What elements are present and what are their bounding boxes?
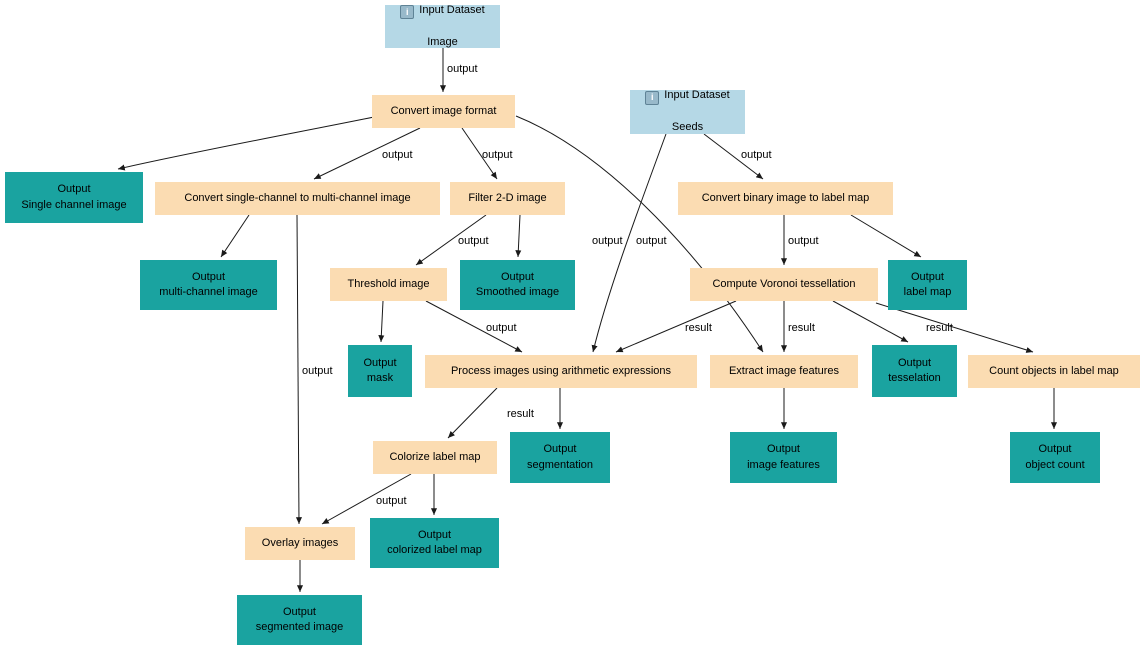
edge — [461, 127, 498, 180]
edge — [703, 133, 764, 180]
node-label: Output mask — [363, 356, 397, 384]
node-label: Convert image format — [390, 104, 497, 117]
edge — [515, 115, 764, 353]
node-input-dataset-seeds: i Input Dataset Seeds — [630, 89, 745, 134]
edge — [875, 302, 1034, 353]
node-label-line: Image — [427, 35, 458, 48]
node-output-label-map: Output label map — [888, 260, 967, 310]
node-output-mask: Output mask — [348, 345, 412, 397]
node-label-line: Input Dataset — [664, 89, 730, 102]
edge — [591, 133, 667, 353]
edge — [378, 300, 385, 343]
node-output-segmented-image: Output segmented image — [237, 595, 362, 645]
node-label: Output Single channel image — [21, 183, 127, 211]
node-count-objects-in-label-map: Count objects in label map — [968, 355, 1140, 388]
edge-label: output — [741, 149, 772, 161]
node-compute-voronoi-tessellation: Compute Voronoi tessellation — [690, 268, 878, 301]
edge-label: result — [788, 322, 815, 334]
node-label: Output object count — [1025, 443, 1085, 471]
node-convert-image-format: Convert image format — [372, 95, 515, 128]
node-label: Output Smoothed image — [475, 270, 560, 298]
node-output-image-features: Output image features — [730, 432, 837, 483]
node-label: Convert binary image to label map — [701, 191, 870, 204]
node-label: Overlay images — [261, 536, 339, 549]
edge — [117, 116, 375, 171]
node-extract-image-features: Extract image features — [710, 355, 858, 388]
edge — [850, 214, 922, 258]
edge-label: output — [376, 495, 407, 507]
edge — [832, 300, 909, 343]
edge-label: result — [685, 322, 712, 334]
node-label: Convert single-channel to multi-channel … — [184, 191, 411, 204]
node-output-segmentation: Output segmentation — [510, 432, 610, 483]
edge-label: result — [507, 408, 534, 420]
edge — [415, 214, 487, 266]
edge — [425, 300, 523, 353]
edge — [220, 214, 250, 258]
node-label: i Input Dataset Seeds — [645, 73, 730, 151]
node-label-line: Input Dataset — [419, 3, 485, 16]
edge-label: output — [447, 63, 478, 75]
node-label: Output tesselation — [888, 356, 941, 384]
node-label: Count objects in label map — [989, 364, 1119, 377]
node-label: Output segmented image — [255, 605, 344, 633]
edge-label: output — [592, 235, 623, 247]
node-input-dataset-image: i Input Dataset Image — [385, 4, 500, 48]
node-convert-binary-image-to-label-map: Convert binary image to label map — [678, 182, 893, 215]
node-label: Extract image features — [728, 364, 840, 377]
node-label: Output colorized label map — [387, 528, 482, 556]
info-icon: i — [645, 90, 660, 105]
info-icon: i — [400, 5, 415, 20]
edge-label: output — [788, 235, 819, 247]
node-output-colorized-label-map: Output colorized label map — [370, 518, 499, 568]
node-label: Filter 2-D image — [468, 191, 547, 204]
edge-label: output — [486, 322, 517, 334]
node-overlay-images: Overlay images — [245, 527, 355, 560]
node-label: i Input Dataset Image — [400, 0, 485, 65]
edge-label: output — [382, 149, 413, 161]
edge — [321, 473, 412, 525]
edge-label: output — [482, 149, 513, 161]
edge — [447, 387, 498, 439]
node-label: Output multi-channel image — [159, 270, 258, 298]
node-convert-single-channel-to-multi-channel: Convert single-channel to multi-channel … — [155, 182, 440, 215]
node-label-line: Seeds — [671, 121, 704, 134]
node-label: Output segmentation — [526, 443, 594, 471]
node-label: Colorize label map — [389, 450, 481, 463]
edge — [313, 127, 421, 180]
node-label: Process images using arithmetic expressi… — [450, 364, 672, 377]
edge — [295, 214, 302, 525]
node-label: Threshold image — [347, 277, 430, 290]
edge-label: output — [302, 365, 333, 377]
edge-label: output — [636, 235, 667, 247]
node-label: Output label map — [903, 270, 952, 298]
node-output-tesselation: Output tesselation — [872, 345, 957, 397]
node-filter-2d-image: Filter 2-D image — [450, 182, 565, 215]
node-colorize-label-map: Colorize label map — [373, 441, 497, 474]
edge — [615, 300, 737, 353]
node-output-single-channel-image: Output Single channel image — [5, 172, 143, 223]
node-label: Compute Voronoi tessellation — [712, 277, 856, 290]
edge-label: output — [458, 235, 489, 247]
edge-label: result — [926, 322, 953, 334]
node-output-multi-channel-image: Output multi-channel image — [140, 260, 277, 310]
node-output-object-count: Output object count — [1010, 432, 1100, 483]
node-output-smoothed-image: Output Smoothed image — [460, 260, 575, 310]
edge — [515, 214, 522, 258]
node-label: Output image features — [747, 443, 820, 471]
node-threshold-image: Threshold image — [330, 268, 447, 301]
node-process-images-arithmetic: Process images using arithmetic expressi… — [425, 355, 697, 388]
